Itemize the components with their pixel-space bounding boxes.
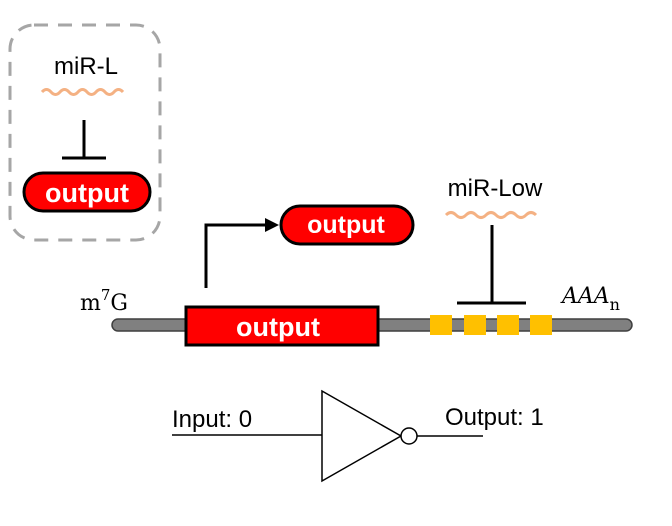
- mrna-5prime-cap-label: m7G: [80, 286, 128, 316]
- legend-repression-icon: [62, 120, 106, 160]
- mirna-target-sites: [430, 315, 552, 335]
- target-site: [430, 315, 452, 335]
- not-gate-bubble-icon: [400, 427, 418, 445]
- target-site: [464, 315, 486, 335]
- gate-output-label: Output: 1: [445, 404, 544, 431]
- mirna-low-label: miR-Low: [448, 175, 543, 202]
- legend-box: miR-L output: [8, 23, 162, 242]
- mirna-low-repression-icon: [457, 225, 526, 305]
- legend-mirna-label: miR-L: [54, 53, 118, 80]
- gate-input-label: Input: 0: [172, 406, 252, 433]
- coding-region-label: output: [236, 312, 320, 342]
- mrna-coding-region: [184, 305, 380, 347]
- legend-output-label: output: [45, 178, 129, 208]
- protein-output-label: output: [307, 211, 385, 239]
- translation-arrow-icon: [204, 218, 279, 288]
- target-site: [497, 315, 519, 335]
- not-gate: Input: 0 Output: 1: [172, 389, 544, 483]
- mrna-transcript: m7G output AAAn: [80, 284, 633, 347]
- not-gate-triangle-icon: [321, 389, 403, 483]
- legend-dashed-border: [8, 23, 162, 242]
- protein-output-pill: [279, 204, 415, 246]
- target-site: [530, 315, 552, 335]
- legend-mirna-wave-icon: [40, 88, 125, 96]
- legend-output-pill: [22, 171, 152, 213]
- poly-a-tail-label: AAAn: [560, 284, 620, 314]
- mirna-low-wave-icon: [444, 211, 538, 219]
